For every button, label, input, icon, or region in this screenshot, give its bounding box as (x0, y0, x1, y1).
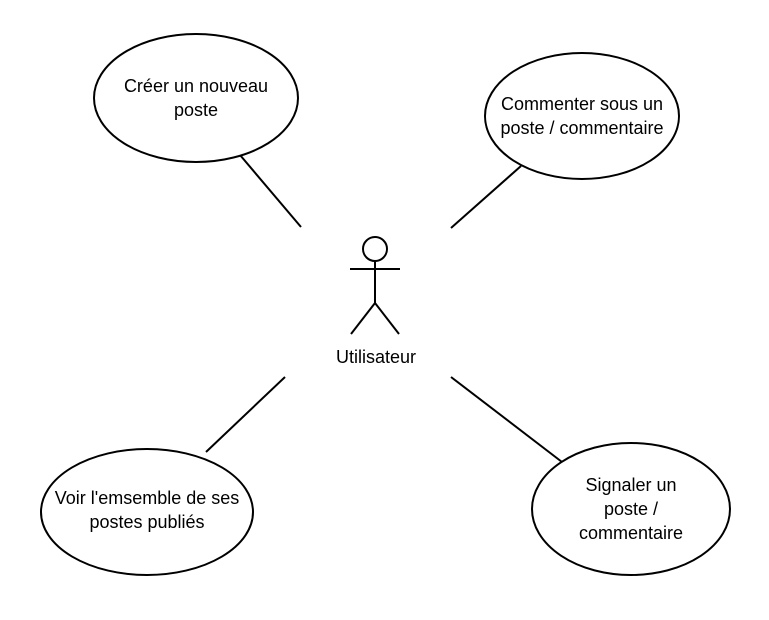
use-case-report-label: Signaler un poste / commentaire (532, 462, 730, 556)
use-case-report-line-2: poste / (603, 499, 659, 519)
use-case-create-post-line-2: poste (173, 100, 219, 120)
use-case-report-line-3: commentaire (578, 523, 684, 543)
use-case-view-posts-line-2: postes publiés (89, 512, 205, 532)
association-line-comment (450, 165, 522, 229)
association-line-report (450, 376, 563, 463)
use-case-comment-line-1: Commenter sous un (500, 94, 664, 114)
use-case-report-line-1: Signaler un (585, 475, 677, 495)
use-case-view-posts-line-1: Voir l'emsemble de ses (54, 488, 240, 508)
use-case-comment-line-2: poste / commentaire (500, 118, 664, 138)
use-case-comment-label: Commenter sous un poste / commentaire (484, 76, 680, 156)
actor-stick-figure[interactable] (350, 236, 400, 335)
actor-right-leg (374, 302, 400, 335)
use-case-create-post-label: Créer un nouveau poste (96, 58, 296, 138)
association-line-view-posts (205, 376, 286, 453)
association-line-create-post (239, 154, 302, 228)
actor-head (362, 236, 388, 262)
use-case-create-post-ellipse[interactable] (93, 33, 299, 163)
use-case-create-post-line-1: Créer un nouveau (123, 76, 269, 96)
use-case-view-posts-label: Voir l'emsemble de ses postes publiés (40, 470, 254, 550)
use-case-comment-ellipse[interactable] (484, 52, 680, 180)
actor-left-leg (350, 302, 376, 335)
use-case-view-posts-ellipse[interactable] (40, 448, 254, 576)
actor-label: Utilisateur (335, 347, 417, 367)
use-case-report-ellipse[interactable] (531, 442, 731, 576)
